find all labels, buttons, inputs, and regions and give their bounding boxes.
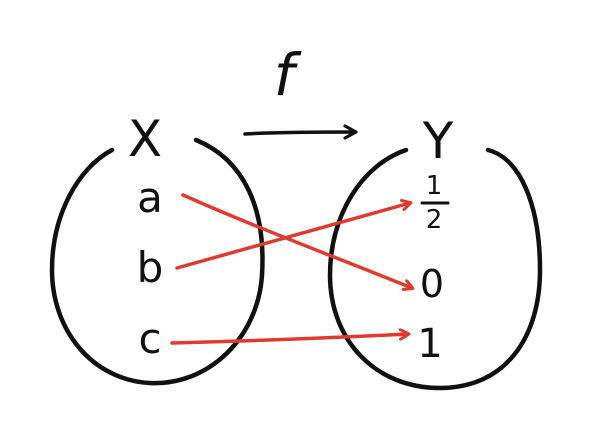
domain-element-c: c bbox=[138, 314, 161, 363]
codomain-element-one: 1 bbox=[417, 321, 442, 367]
set-x-outline bbox=[49, 137, 265, 386]
mapping-arrow-c-to-one bbox=[170, 334, 408, 345]
codomain-element-half-numerator: 1 bbox=[426, 171, 443, 201]
domain-element-a: a bbox=[137, 173, 163, 222]
set-y-label: Y bbox=[422, 112, 454, 170]
domain-element-b: b bbox=[137, 243, 164, 292]
set-x-label: X bbox=[128, 110, 162, 168]
function-arrow bbox=[243, 124, 358, 140]
codomain-element-half-denominator: 2 bbox=[426, 205, 443, 235]
mapping-arrow-b-to-half bbox=[175, 203, 410, 270]
mapping-arrow-a-to-zero bbox=[181, 193, 412, 288]
function-label: f bbox=[274, 41, 302, 109]
set-y-outline bbox=[327, 147, 543, 391]
codomain-element-zero: 0 bbox=[420, 262, 444, 306]
